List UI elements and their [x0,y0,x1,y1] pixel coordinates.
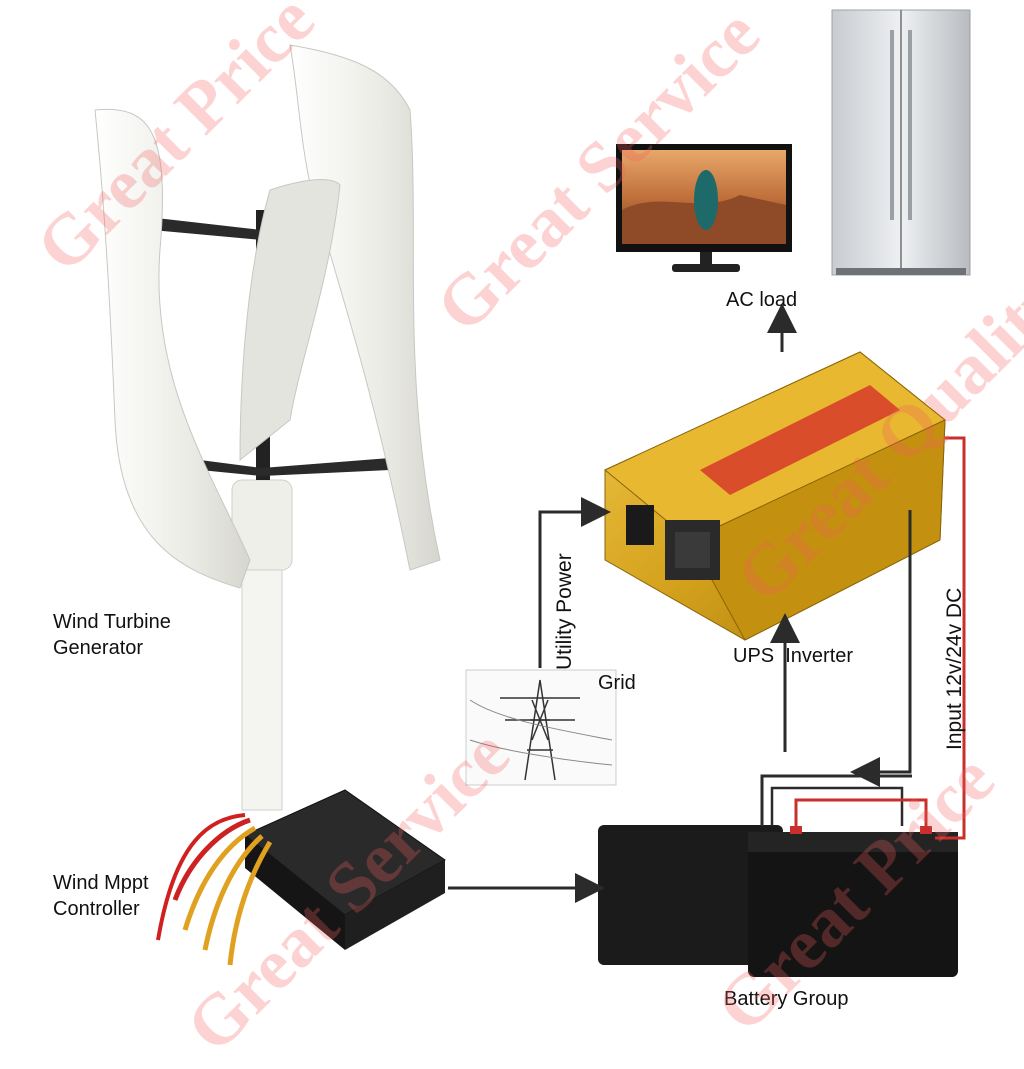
wind-turbine-label: Wind Turbine Generator [53,611,171,659]
ups-inverter-label: UPS Inverter [733,645,854,667]
utility-power-label: Utility Power [553,553,576,670]
monitor-image [616,144,792,272]
grid-label: Grid [598,672,636,694]
system-diagram: Utility Power Input 12v/24v DC AC load W… [21,0,1024,1067]
ac-load-label: AC load [726,289,798,311]
ups-inverter-image [604,351,946,641]
wind-turbine-image [94,44,441,811]
wind-controller-label: Wind Mppt Controller [53,872,149,920]
red-dc-wire [935,436,966,840]
wind-mppt-controller-image [156,789,446,966]
arrow-grid-to-inverter [538,497,611,668]
battery-group-label: Battery Group [724,988,849,1010]
input-dc-label: Input 12v/24v DC [943,588,966,750]
connection-lines [448,303,966,903]
arrow-inverter-to-battery [850,510,912,787]
battery-group-image [598,825,958,977]
refrigerator-image [831,9,971,276]
power-grid-image [465,669,617,786]
diagram-canvas: Utility Power Input 12v/24v DC [94,9,971,977]
